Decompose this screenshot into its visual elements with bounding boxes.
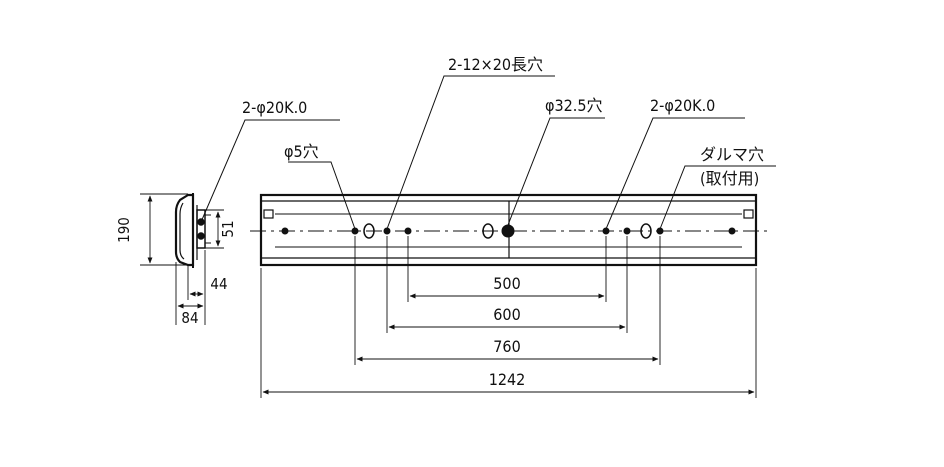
side-inner-height-label: 51 [219, 220, 237, 237]
callout-bolt-hole-left: 2-φ20K.0 [242, 98, 307, 117]
side-profile [174, 193, 195, 267]
callout-hole-325: φ32.5穴 [545, 96, 603, 115]
dim-760-label: 760 [493, 337, 520, 356]
side-view [140, 119, 340, 325]
callout-hole-5: φ5穴 [284, 142, 319, 161]
callout-daruma-line2: (取付用) [700, 169, 759, 188]
side-hole-lower [197, 232, 205, 240]
leader-slot-holes [386, 75, 555, 230]
leader-daruma [659, 165, 776, 230]
dim-500-label: 500 [493, 274, 520, 293]
bolt-hole-right [623, 227, 631, 235]
left-end-notch [263, 209, 274, 219]
side-depth-inner-label: 44 [210, 275, 227, 293]
dim-600-label: 600 [493, 305, 520, 324]
hole-5-right-end [728, 227, 736, 235]
leader-bolt-right [605, 117, 745, 230]
hole-325-center [501, 224, 515, 238]
dim-1242-label: 1242 [489, 370, 526, 389]
slot-hole-center [482, 223, 494, 239]
side-profile-inner [179, 202, 185, 260]
right-end-notch [743, 209, 754, 219]
leader-hole-5 [288, 161, 356, 230]
hole-left-inner [404, 227, 412, 235]
leader-hole-325 [507, 117, 605, 226]
hole-5-left-end [281, 227, 289, 235]
callout-bolt-hole-right: 2-φ20K.0 [650, 96, 715, 115]
side-bracket [196, 209, 206, 249]
front-view [250, 75, 776, 398]
slot-hole-left [363, 223, 375, 239]
front-body [259, 193, 758, 267]
callout-daruma-line1: ダルマ穴 [700, 145, 764, 164]
leader-bolt-left [200, 119, 340, 223]
side-height-label: 190 [115, 217, 133, 243]
side-depth-label: 84 [181, 309, 198, 327]
callout-slot-holes: 2-12×20長穴 [448, 55, 543, 74]
slot-hole-right [640, 223, 652, 239]
